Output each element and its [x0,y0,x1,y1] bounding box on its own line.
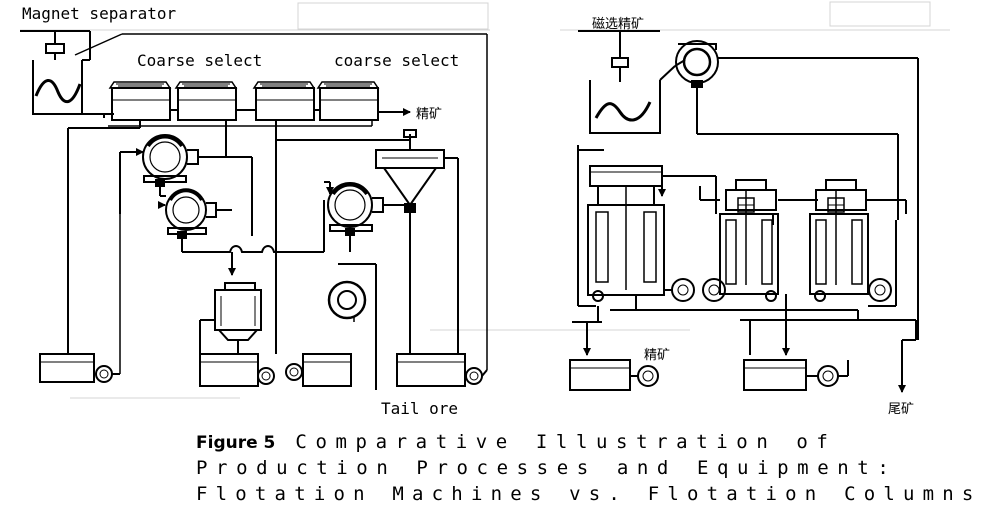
tailings-label: 尾矿 [888,402,915,417]
magnetic-concentrate-tank [578,30,661,134]
flotation-machine-cell-4 [316,81,380,121]
magnetic-concentrate-label: 磁选精矿 [592,17,645,32]
sump-1 [39,353,113,383]
coarse-select-label-1: Coarse select [137,51,263,70]
concentrate-sump-2 [743,359,839,391]
sump-2 [199,353,275,387]
sump-3 [285,353,352,387]
hydrocyclone [375,129,445,354]
tail-ore-label: Tail ore [381,399,459,418]
figure-caption-line-3: Flotation Machines vs. Flotation Columns [196,483,981,505]
circled-marker [327,280,367,322]
magnet-separator-label: Magnet separator [22,4,177,23]
magnetic-drum-pump [675,40,719,88]
magnet-separator-tank [20,30,83,115]
flotation-column-2 [702,179,779,302]
flotation-column-1 [587,165,695,302]
concentrate-label-left: 精矿 [416,107,443,122]
regrind-mill-1 [142,134,199,196]
concentrate-sump-1 [569,359,659,391]
regrind-mill-2 [165,188,217,252]
flotation-machine-cell-3 [252,81,316,121]
column-feed-tank [214,282,262,354]
concentrate-label-right: 精矿 [644,348,671,363]
flotation-column-3 [809,179,892,302]
coarse-select-label-2: coarse select [334,51,460,70]
figure-caption-line-2: Production Processes and Equipment: [196,457,898,479]
regrind-mill-3 [327,182,384,252]
sump-4 [396,353,483,387]
caption-line-1: Comparative Illustration of [295,431,837,453]
flotation-machine-cell-1 [108,81,172,121]
figure-caption-line-1: Figure 5 Comparative Illustration of [196,431,836,453]
figure-number: Figure 5 [196,433,276,453]
flotation-machine-cell-2 [174,81,238,121]
